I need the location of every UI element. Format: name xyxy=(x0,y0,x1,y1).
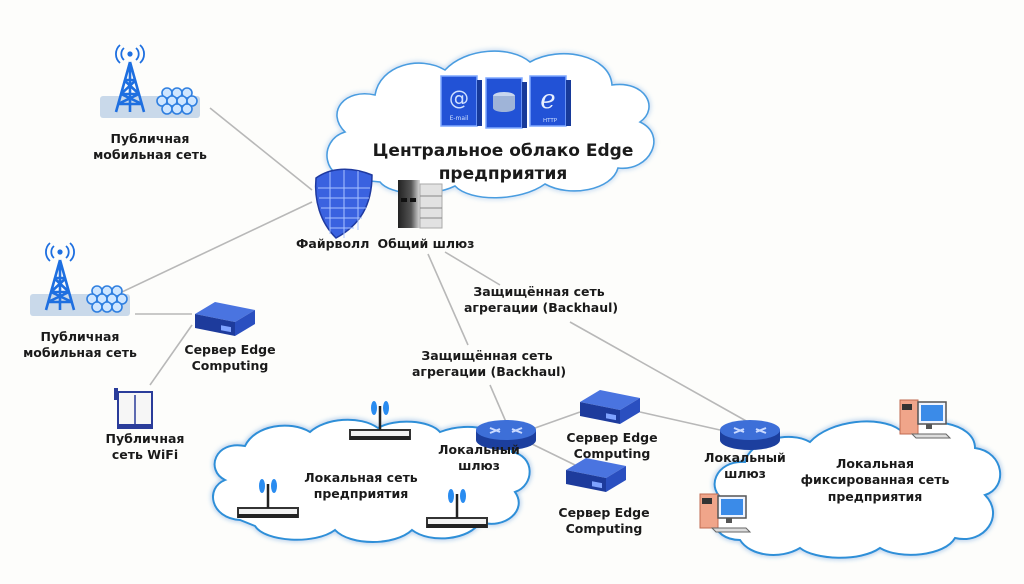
central-cloud-title-line1: Центральное облако Edge xyxy=(372,141,634,161)
firewall-icon xyxy=(314,168,373,239)
database-icon xyxy=(485,77,527,129)
edge-server-icon-mid-top xyxy=(580,390,640,424)
svg-text:E-mail: E-mail xyxy=(450,115,469,122)
edge-server-icon-mid-bottom xyxy=(566,458,626,492)
mobile-net-mid-label: Публичная мобильная сеть xyxy=(20,329,140,362)
link-edge-top-lgw2 xyxy=(639,411,721,431)
local-lan-label: Локальная сеть предприятия xyxy=(296,470,426,503)
mobile-net-top-label: Публичная мобильная сеть xyxy=(90,131,210,164)
edge-server-mid-top-line1: Сервер Edge xyxy=(566,430,658,445)
svg-text:HTTP: HTTP xyxy=(543,118,558,124)
link-backhaul-right-lgw2 xyxy=(569,321,749,423)
local-lan-line1: Локальная сеть xyxy=(304,470,418,485)
mobile-tower-mid xyxy=(30,241,130,316)
local-fixed-label: Локальная фиксированная сеть предприятия xyxy=(800,456,950,505)
wifi-access-point-icon xyxy=(114,388,153,429)
firewall-label: Файрволл xyxy=(296,236,370,251)
wifi-public-label: Публичная сеть WiFi xyxy=(95,431,195,464)
common-gateway-label: Общий шлюз xyxy=(377,236,475,251)
edge-server-left-line2: Computing xyxy=(191,358,269,374)
edge-server-icon-left xyxy=(195,302,255,336)
link-gateway-backhaul-right xyxy=(444,251,501,286)
browser-icon: e HTTP xyxy=(529,75,571,127)
link-mobile-top-firewall xyxy=(209,107,313,191)
backhaul-right-line2: агрегации (Backhaul) xyxy=(464,300,619,316)
wifi-public-line1: Публичная xyxy=(105,431,185,446)
central-cloud-title-line2: предприятия xyxy=(438,163,568,184)
email-icon: @ E-mail xyxy=(440,75,482,127)
edge-server-mid-bottom-line1: Сервер Edge xyxy=(558,505,650,520)
mobile-net-mid-line1: Публичная xyxy=(40,329,120,344)
backhaul-left-label: Защищённая сеть агрегации (Backhaul) xyxy=(412,348,567,381)
mobile-net-mid-line2: мобильная сеть xyxy=(23,345,137,361)
local-fixed-line2: фиксированная сеть xyxy=(800,472,950,488)
edge-server-mid-bottom-line2: Computing xyxy=(565,521,643,537)
local-gateway-2-line2: шлюз xyxy=(724,466,766,482)
local-lan-line2: предприятия xyxy=(313,486,409,502)
wifi-public-line2: сеть WiFi xyxy=(111,447,179,463)
backhaul-right-label: Защищённая сеть агрегации (Backhaul) xyxy=(464,284,619,317)
local-fixed-line1: Локальная xyxy=(835,456,915,471)
edge-server-mid-top-label: Сервер Edge Computing xyxy=(564,430,660,463)
edge-server-mid-top-line2: Computing xyxy=(573,446,651,462)
edge-server-left-line1: Сервер Edge xyxy=(184,342,276,357)
link-lgw1-edge-top xyxy=(534,411,581,429)
link-backhaul-left-lgw1 xyxy=(489,384,507,423)
router-icon-2 xyxy=(719,419,781,451)
local-gateway-2-line1: Локальный xyxy=(704,450,786,465)
mobile-net-top-line1: Публичная xyxy=(110,131,190,146)
svg-text:e: e xyxy=(540,85,555,115)
mobile-net-top-line2: мобильная сеть xyxy=(93,147,207,163)
link-lgw1-edge-bottom xyxy=(531,443,576,466)
local-gateway-2-label: Локальный шлюз xyxy=(700,450,790,483)
backhaul-right-line1: Защищённая сеть xyxy=(473,284,605,299)
edge-server-mid-bottom-label: Сервер Edge Computing xyxy=(556,505,652,538)
local-gateway-1-label: Локальный шлюз xyxy=(434,442,524,475)
server-rack-icon xyxy=(398,180,443,229)
mobile-tower-top xyxy=(100,43,200,118)
backhaul-left-line2: агрегации (Backhaul) xyxy=(412,364,567,380)
svg-text:@: @ xyxy=(449,86,469,110)
local-gateway-1-line1: Локальный xyxy=(438,442,520,457)
link-wifi-edge xyxy=(149,324,193,386)
local-fixed-cloud xyxy=(712,420,1002,559)
central-cloud-title: Центральное облако Edge предприятия xyxy=(368,140,638,186)
local-fixed-line3: предприятия xyxy=(827,488,923,504)
edge-server-left-label: Сервер Edge Computing xyxy=(182,342,278,375)
link-mobile-mid-firewall xyxy=(121,201,313,293)
link-gateway-backhaul-left xyxy=(427,253,469,346)
backhaul-left-line1: Защищённая сеть xyxy=(421,348,553,363)
local-gateway-1-line2: шлюз xyxy=(458,458,500,474)
